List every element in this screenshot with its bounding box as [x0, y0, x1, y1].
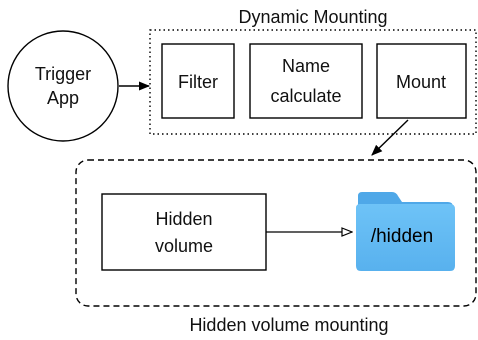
- hidden-volume-mounting-group: [75, 159, 477, 307]
- folder-icon: [356, 192, 455, 271]
- hidden-volume-label-line1: Hidden: [155, 209, 212, 229]
- dynamic-mounting-group: [149, 29, 477, 135]
- mount-label: Mount: [396, 72, 446, 92]
- hidden-folder-node: /hidden: [356, 192, 455, 271]
- hidden-volume-node: Hidden volume: [101, 193, 267, 271]
- hidden-volume-label-line2: volume: [155, 236, 213, 256]
- name-calculate-label-line1: Name: [282, 56, 330, 76]
- filter-node: Filter: [161, 43, 235, 119]
- trigger-app-label-line1: Trigger: [35, 64, 91, 84]
- trigger-app-node: Trigger App: [7, 30, 119, 142]
- edge-mount-to-hidden-mounting: [371, 119, 409, 156]
- dynamic-mounting-title: Dynamic Mounting: [238, 7, 387, 27]
- name-calculate-node: Name calculate: [249, 43, 363, 119]
- name-calculate-label-line2: calculate: [270, 86, 341, 106]
- filter-label: Filter: [178, 72, 218, 92]
- trigger-app-label-line2: App: [47, 88, 79, 108]
- hidden-volume-mounting-title: Hidden volume mounting: [189, 315, 388, 335]
- mount-node: Mount: [376, 43, 467, 119]
- hidden-folder-label: /hidden: [371, 226, 433, 247]
